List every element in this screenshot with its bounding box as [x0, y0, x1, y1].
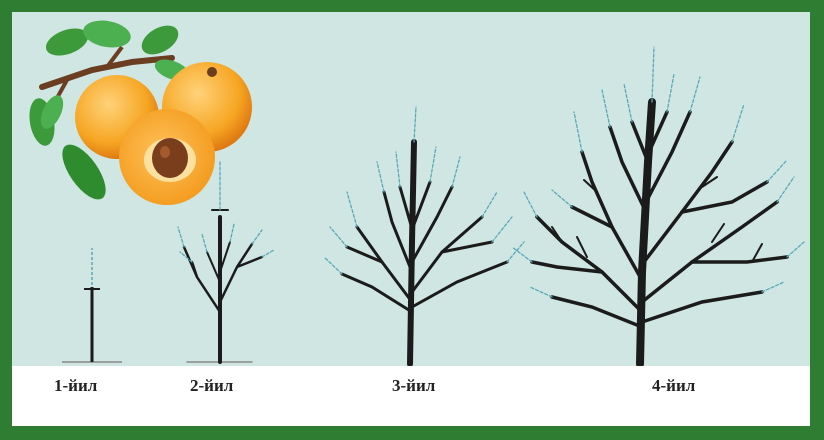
- stage-label-year1: 1-йил: [54, 376, 97, 396]
- apricot-branch-icon: [26, 17, 252, 206]
- tree-year1-icon: [62, 248, 122, 362]
- tree-year4-icon: [512, 47, 804, 364]
- stage-label-year4: 4-йил: [652, 376, 695, 396]
- illustration-panel: 1-йил 2-йил 3-йил 4-йил: [12, 12, 810, 426]
- stage-label-year2: 2-йил: [190, 376, 233, 396]
- trees-illustration: [12, 12, 810, 426]
- tree-year3-icon: [324, 107, 524, 364]
- year-labels-strip: [12, 366, 810, 426]
- stage-label-year3: 3-йил: [392, 376, 435, 396]
